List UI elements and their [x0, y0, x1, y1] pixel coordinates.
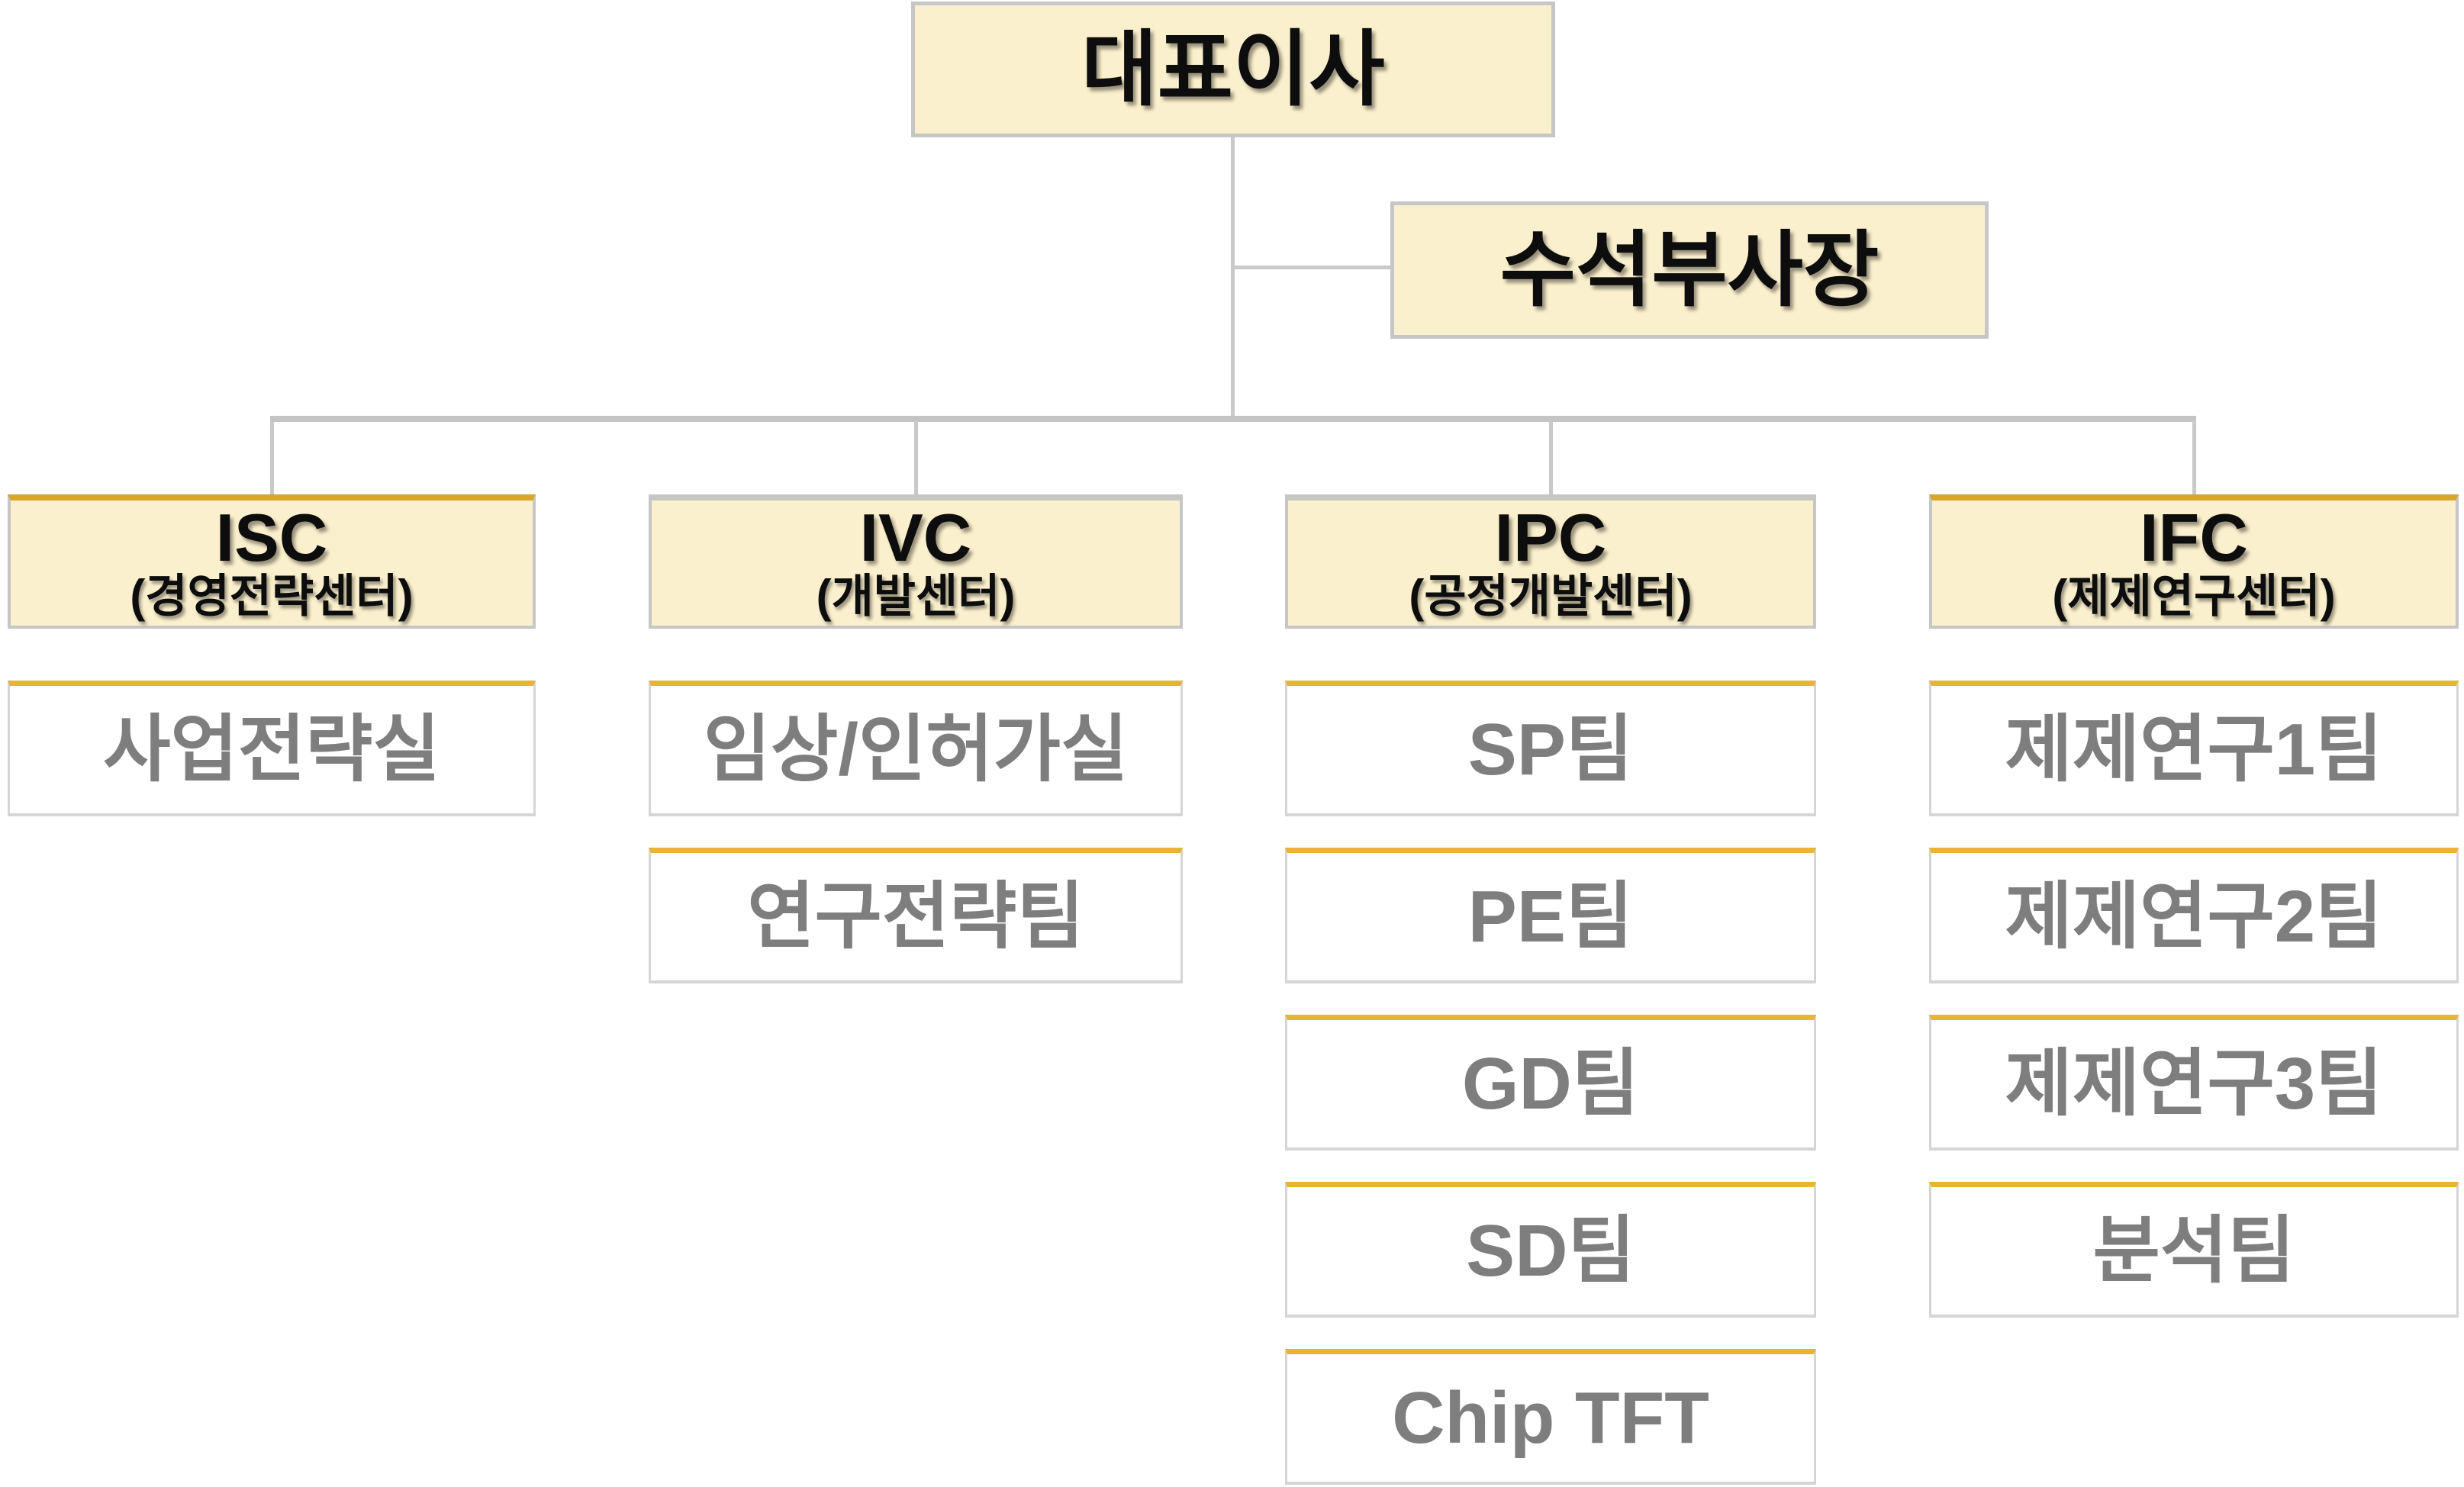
- division-name-isc: (경영전략센터): [130, 571, 414, 622]
- team-label: PE팀: [1467, 875, 1634, 958]
- ceo-label: 대표이사: [1081, 23, 1385, 115]
- team-box-ipc-1: SP팀: [1285, 681, 1816, 816]
- connector-drop-ifc: [2192, 421, 2196, 497]
- division-name-ifc: (제제연구센터): [2052, 571, 2336, 622]
- connector-drop-ivc: [914, 421, 918, 497]
- connector-trunk: [1231, 137, 1235, 420]
- team-label: 분석팀: [2092, 1209, 2295, 1292]
- team-label: SP팀: [1467, 708, 1634, 790]
- connector-drop-ipc: [1549, 421, 1553, 497]
- team-box-ifc-3: 제제연구3팀: [1929, 1015, 2459, 1151]
- team-box-ifc-2: 제제연구2팀: [1929, 848, 2459, 983]
- division-code-ipc: IPC: [1494, 500, 1607, 575]
- team-label: 연구전략팀: [747, 875, 1084, 958]
- team-label: 제제연구1팀: [2005, 708, 2383, 790]
- team-box-ipc-5: Chip TFT: [1285, 1349, 1816, 1485]
- division-header-ifc: IFC (제제연구센터): [1929, 494, 2459, 629]
- team-label: SD팀: [1466, 1209, 1635, 1292]
- division-header-isc: ISC (경영전략센터): [8, 494, 536, 629]
- connector-deputy-branch: [1233, 266, 1390, 269]
- team-box-ifc-1: 제제연구1팀: [1929, 681, 2459, 816]
- team-box-ipc-2: PE팀: [1285, 848, 1816, 983]
- division-header-ipc: IPC (공정개발센터): [1285, 494, 1816, 629]
- team-box-ipc-4: SD팀: [1285, 1182, 1816, 1318]
- connector-main-bar: [270, 416, 2196, 422]
- team-label: 사업전략실: [103, 708, 440, 790]
- division-code-isc: ISC: [215, 500, 328, 575]
- connector-drop-isc: [270, 421, 274, 497]
- team-label: Chip TFT: [1392, 1376, 1709, 1459]
- team-box-ipc-3: GD팀: [1285, 1015, 1816, 1151]
- division-code-ivc: IVC: [859, 500, 972, 575]
- deputy-box: 수석부사장: [1390, 201, 1989, 339]
- division-name-ipc: (공정개발센터): [1409, 571, 1693, 622]
- team-label: 임상/인허가실: [703, 708, 1129, 790]
- team-label: 제제연구2팀: [2005, 875, 2383, 958]
- division-code-ifc: IFC: [2140, 500, 2248, 575]
- team-box-ivc-2: 연구전략팀: [649, 848, 1183, 983]
- team-box-ivc-1: 임상/인허가실: [649, 681, 1183, 816]
- division-name-ivc: (개발센터): [816, 571, 1016, 622]
- team-box-isc-1: 사업전략실: [8, 681, 536, 816]
- team-label: 제제연구3팀: [2005, 1042, 2383, 1125]
- team-box-ifc-4: 분석팀: [1929, 1182, 2459, 1318]
- team-label: GD팀: [1461, 1042, 1640, 1125]
- division-header-ivc: IVC (개발센터): [649, 494, 1183, 629]
- ceo-box: 대표이사: [911, 2, 1555, 137]
- deputy-label: 수석부사장: [1499, 224, 1879, 316]
